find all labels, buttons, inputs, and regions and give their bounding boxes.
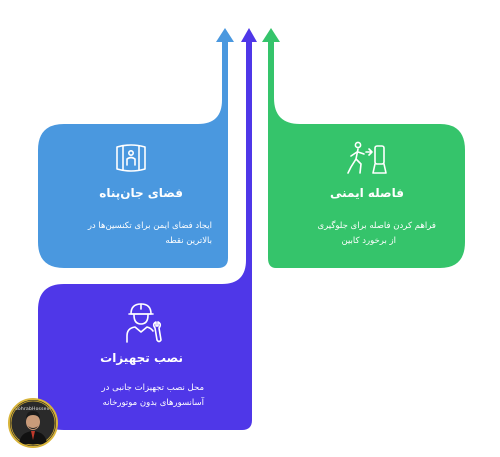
- safety-desc-line1: فراهم کردن فاصله برای جلوگیری: [317, 221, 436, 231]
- install-title: نصب تجهیزات: [100, 351, 183, 365]
- shelter-title: فضای جان‌پناه: [99, 186, 183, 200]
- author-avatar-icon: SohrabHossein: [8, 398, 58, 448]
- watermark-name: SohrabHossein: [14, 407, 52, 412]
- shelter-card-shape: [38, 28, 234, 268]
- shelter-cabin-icon: [116, 144, 146, 172]
- safety-title: فاصله ایمنی: [329, 186, 404, 200]
- technician-wrench-icon: [126, 303, 162, 343]
- person-moving-away-icon: [347, 141, 387, 174]
- install-desc-line2: آسانسورهای بدون موتورخانه: [102, 398, 204, 408]
- install-desc-line1: محل نصب تجهیزات جانبی در: [101, 383, 204, 393]
- shelter-desc-line1: ایجاد فضای ایمن برای تکنسین‌ها در: [87, 221, 212, 231]
- safety-desc-line2: از برخورد کابین: [341, 236, 397, 246]
- install-card-shape: [38, 28, 257, 430]
- safety-card-shape: [262, 28, 465, 268]
- shelter-desc-line2: بالاترین نقطه: [165, 236, 212, 246]
